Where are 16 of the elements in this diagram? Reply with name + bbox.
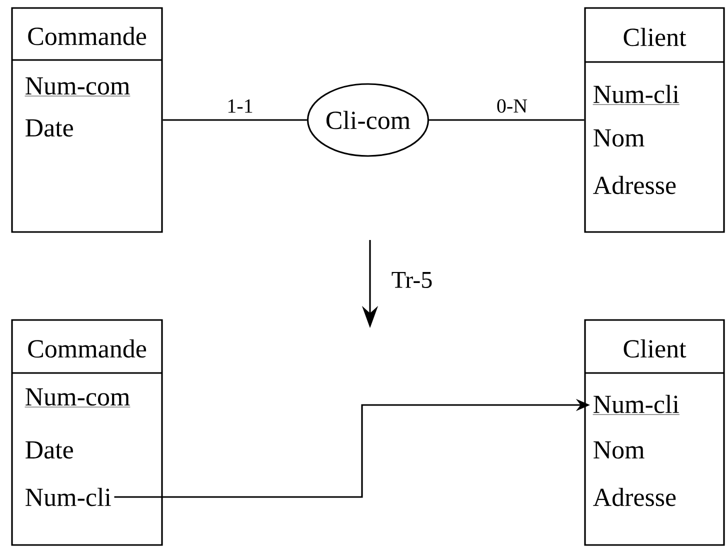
connector-line [429, 119, 584, 121]
attribute-text: Num-cli [592, 394, 680, 415]
attribute-text: Date [26, 441, 73, 459]
attribute-text: Adresse [593, 488, 676, 506]
connector-line [162, 119, 307, 121]
transformation-label: Tr-5 [392, 272, 432, 288]
attribute-text: Num-com [24, 77, 130, 96]
edge-label: 1-1 [226, 98, 254, 114]
attribute-text: Adresse [593, 176, 676, 194]
attribute-text: Nom [594, 129, 644, 147]
attribute-text: Num-cli [26, 488, 111, 506]
attribute-text: Num-com [24, 388, 130, 408]
attribute-text: Num-cli [592, 84, 680, 105]
attribute-text: Nom [594, 441, 644, 459]
attribute-text: Date [26, 119, 73, 137]
edge-label: 0-N [495, 98, 529, 114]
